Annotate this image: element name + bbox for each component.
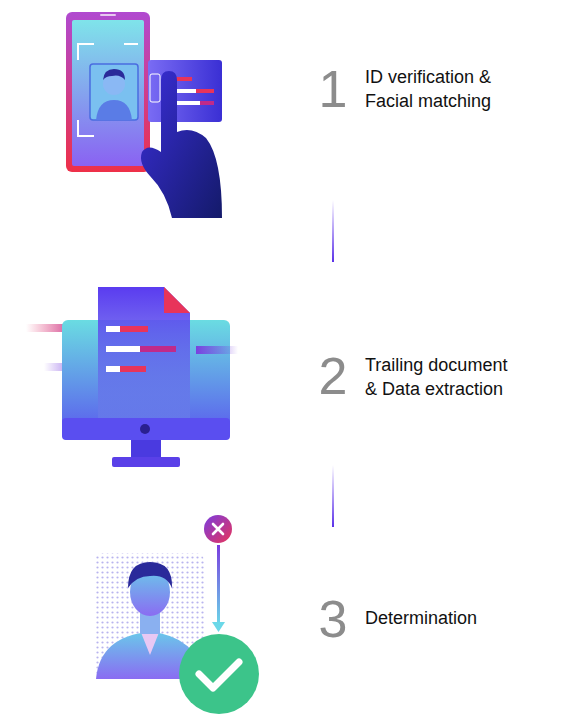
step-number: 3 [310,593,356,645]
hand-illustration [141,71,222,218]
determination-illustration [94,515,259,714]
step-number: 2 [310,350,356,402]
phone-illustration [66,12,150,172]
step-number: 1 [310,63,356,115]
step-title: ID verification & Facial matching [365,65,523,113]
step-title: Trailing document & Data extraction [365,353,523,401]
id-card-illustration [148,60,222,122]
monitor-illustration [26,287,238,467]
step-divider [332,200,334,262]
step-title: Determination [365,606,523,630]
step-divider [332,465,334,527]
